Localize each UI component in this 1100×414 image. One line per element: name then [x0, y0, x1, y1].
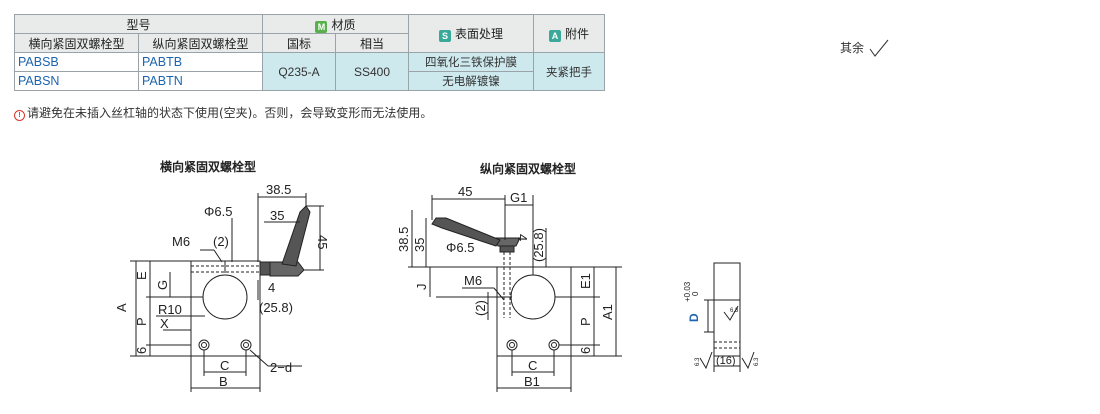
header-model: 型号	[14, 14, 263, 34]
h-label-m6: M6	[172, 234, 190, 249]
roughness-check-icon	[869, 39, 889, 57]
v-label-b1: B1	[524, 374, 540, 389]
row2-vertical: PABTN	[138, 71, 263, 91]
horizontal-drawing	[130, 193, 324, 392]
vertical-dim-labels: 45 G1 38.5 35 Φ6.5 4 (25.8) J M6 (2) E1 …	[396, 184, 615, 389]
h-hole-right-inner	[243, 342, 249, 348]
vertical-drawing	[408, 195, 622, 392]
v-label-phi65: Φ6.5	[446, 240, 474, 255]
h-hole-right	[240, 339, 252, 351]
horizontal-dim-labels: 38.5 Φ6.5 35 45 M6 (2) E G A R10 X P 6 4…	[114, 182, 330, 389]
h-handle-hub	[259, 261, 271, 276]
h-handle-lever	[281, 205, 311, 267]
h-label-p: P	[134, 317, 149, 326]
side-label-63a: 6.3	[730, 308, 739, 314]
v-hole-left-inner	[509, 342, 515, 348]
row1-vertical: PABTB	[138, 52, 263, 72]
v-label-35: 35	[412, 238, 427, 252]
header-material-eq: 相当	[335, 33, 409, 53]
h-label-c: C	[220, 358, 229, 373]
h-label-x: X	[160, 316, 169, 331]
side-roughness-right-icon	[741, 351, 755, 370]
v-label-45: 45	[458, 184, 472, 199]
h-label-4: 4	[268, 280, 275, 295]
side-label-tol0: 0	[691, 291, 700, 296]
h-label-a: A	[114, 303, 129, 312]
h-label-phi65: Φ6.5	[204, 204, 232, 219]
surface-badge-icon: S	[438, 30, 451, 42]
side-view-drawing	[699, 262, 755, 372]
header-material-std: 国标	[262, 33, 336, 53]
h-leader-2d	[249, 349, 269, 367]
horizontal-drawing-title: 横向紧固双螺栓型	[160, 160, 257, 174]
h-m6-leader	[213, 249, 223, 263]
header-material-label: 材质	[331, 17, 356, 32]
header-vertical: 纵向紧固双螺栓型	[138, 33, 263, 53]
material-eq-value: SS400	[335, 52, 409, 91]
v-body-outline	[496, 266, 572, 357]
side-label-d: D	[687, 313, 701, 322]
warning-circle-icon: !	[14, 110, 25, 121]
material-std-value: Q235-A	[262, 52, 336, 91]
v-label-385: 38.5	[396, 227, 411, 252]
v-label-g1: G1	[510, 190, 527, 205]
v-label-258: (25.8)	[531, 228, 546, 262]
v-label-c: C	[528, 358, 537, 373]
v-label-e1: E1	[578, 273, 593, 289]
v-label-a1: A1	[600, 304, 615, 320]
h-label-45: 45	[315, 235, 330, 249]
usage-note: !请避免在未插入丝杠轴的状态下使用(空夹)。否则，会导致变形而无法使用。	[14, 104, 432, 121]
note-text: 请避免在未插入丝杠轴的状态下使用(空夹)。否则，会导致变形而无法使用。	[27, 106, 433, 120]
side-roughness-left-icon	[699, 351, 713, 370]
side-body-outline	[713, 262, 741, 357]
vertical-drawing-title: 纵向紧固双螺栓型	[480, 162, 577, 176]
v-label-4: 4	[515, 234, 530, 241]
h-label-g: G	[155, 280, 170, 290]
v-hole-right	[548, 339, 560, 351]
material-badge-icon: M	[315, 20, 328, 33]
h-label-6: 6	[134, 347, 149, 354]
v-label-p: P	[578, 317, 593, 326]
h-label-p2: (2)	[213, 234, 229, 249]
side-label-63b: 6.3	[695, 357, 701, 366]
v-label-6: 6	[578, 347, 593, 354]
accessory-value: 夹紧把手	[533, 52, 605, 91]
rest-label: 其余	[840, 41, 865, 55]
surface-value-2: 无电解镀镍	[408, 71, 534, 91]
side-label-63c: 6.3	[754, 357, 760, 366]
row2-horizontal: PABSN	[14, 71, 139, 91]
h-label-35: 35	[270, 208, 284, 223]
v-hole-right-inner	[551, 342, 557, 348]
side-label-16: (16)	[716, 355, 736, 367]
v-handle-lever	[431, 217, 501, 247]
accessory-badge-icon: A	[548, 30, 561, 42]
h-label-2d: 2−d	[270, 360, 292, 375]
h-hole-left-inner	[201, 342, 207, 348]
side-roughness-icon	[723, 305, 739, 321]
row1-horizontal: PABSB	[14, 52, 139, 72]
side-label-tol: +0.03	[683, 281, 692, 302]
h-label-b: B	[219, 374, 228, 389]
header-accessory-label: 附件	[564, 27, 589, 41]
v-bore-circle	[510, 274, 556, 320]
h-label-258: (25.8)	[259, 300, 293, 315]
h-label-e: E	[134, 271, 149, 280]
surface-roughness-rest: 其余	[840, 38, 890, 58]
v-label-m6: M6	[464, 273, 482, 288]
v-hole-left	[506, 339, 518, 351]
header-surface-label: 表面处理	[454, 27, 503, 41]
v-label-j: J	[414, 284, 429, 291]
v-m6-leader	[493, 287, 505, 301]
side-dim-labels: D +0.03 0 6.3 6.3 6.3 (16)	[683, 281, 760, 367]
h-bore-circle	[202, 274, 248, 320]
v-label-p2: (2)	[473, 300, 488, 316]
h-label-385: 38.5	[266, 182, 291, 197]
h-label-r10: R10	[158, 302, 182, 317]
h-hole-left	[198, 339, 210, 351]
